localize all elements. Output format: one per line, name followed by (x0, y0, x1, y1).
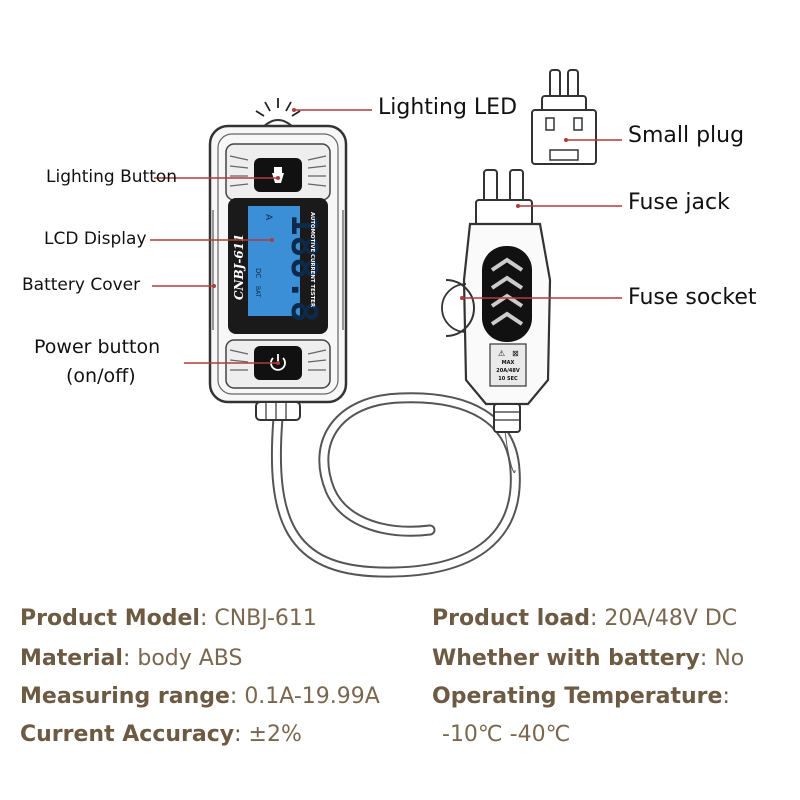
label-fuse-jack: Fuse jack (628, 190, 730, 215)
lcd-digits: 188.8 (283, 214, 324, 322)
side-label: AUTOMOTIVE CURRENT TESTER (309, 212, 315, 308)
tester-body: 188.8 A DC BAT CNBJ-611 AUTOMOTIVE CURRE… (208, 98, 348, 421)
svg-text:DC: DC (254, 268, 262, 278)
label-power-button-onoff: (on/off) (66, 365, 136, 387)
svg-text:⊠: ⊠ (512, 349, 519, 358)
spec-block: Product Model: CNBJ-611 Product load: 20… (0, 600, 800, 800)
label-small-plug: Small plug (628, 123, 745, 148)
fuse-adapter: ⚠ ⊠ MAX 20A/48V 10 SEC (441, 169, 552, 433)
label-fuse-socket: Fuse socket (628, 285, 757, 310)
svg-text:A: A (263, 214, 273, 221)
product-diagram: 188.8 A DC BAT CNBJ-611 AUTOMOTIVE CURRE… (150, 69, 622, 578)
small-plug (531, 69, 597, 165)
label-lighting-button: Lighting Button (46, 167, 178, 187)
svg-text:MAX: MAX (502, 360, 515, 366)
label-lcd-display: LCD Display (44, 229, 147, 249)
cable (270, 392, 521, 578)
spec-temperature-value: -10℃ -40℃ (442, 722, 571, 747)
spec-measuring-range: Measuring range: 0.1A-19.99A (20, 684, 380, 709)
svg-text:10 SEC: 10 SEC (498, 376, 518, 382)
spec-operating-temperature: Operating Temperature: (432, 684, 730, 709)
svg-text:20A/48V: 20A/48V (496, 368, 520, 374)
label-lighting-led: Lighting LED (378, 95, 518, 120)
brand-label: CNBJ-611 (232, 234, 246, 300)
label-power-button: Power button (34, 336, 161, 358)
spec-battery: Whether with battery: No (432, 646, 745, 671)
svg-text:BAT: BAT (254, 286, 261, 298)
led-rays-icon (255, 98, 301, 117)
spec-product-load: Product load: 20A/48V DC (432, 606, 738, 631)
leader-lines (150, 108, 622, 365)
spec-current-accuracy: Current Accuracy: ±2% (20, 722, 302, 747)
lcd-screen (248, 206, 300, 316)
spec-material: Material: body ABS (20, 646, 243, 671)
svg-text:⚠: ⚠ (498, 349, 505, 358)
spec-product-model: Product Model: CNBJ-611 (20, 606, 317, 631)
label-battery-cover: Battery Cover (22, 275, 141, 295)
